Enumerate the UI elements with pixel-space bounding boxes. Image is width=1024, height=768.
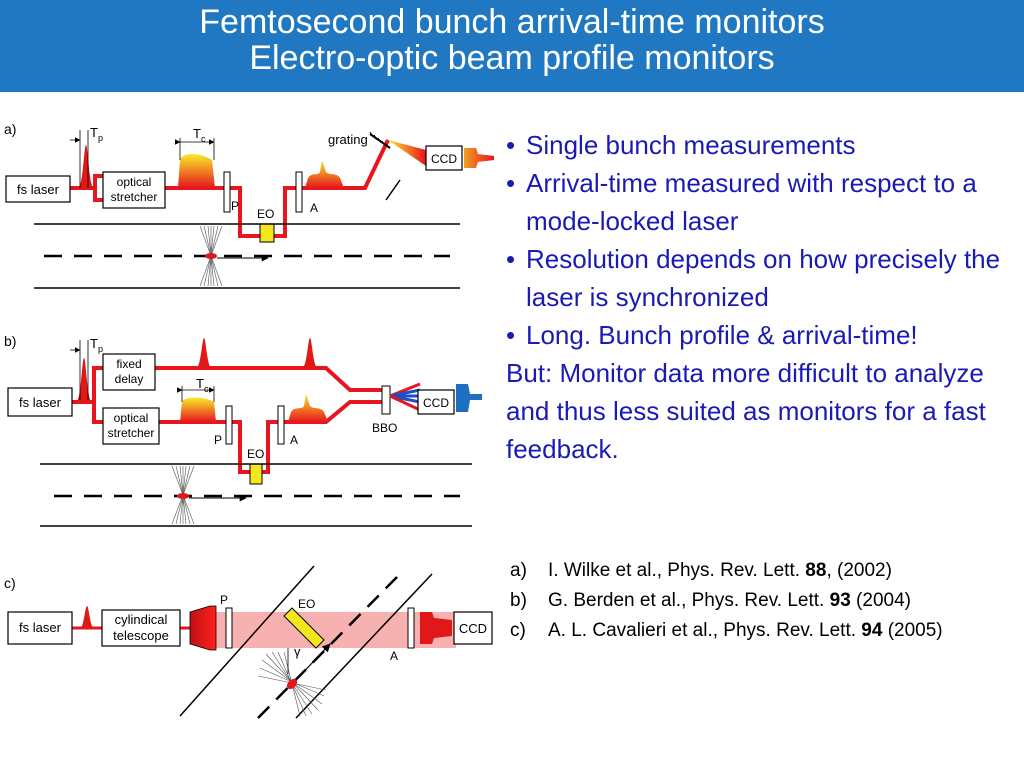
note-text: But: Monitor data more difficult to anal… [506,358,986,464]
bullet-item: •Resolution depends on how precisely the… [506,244,1001,312]
panel-c: c) fs laser cylindical telescope P EO γ [4,565,493,719]
panel-c-cylindrical-lens [189,605,217,651]
panel-a-ccd-label: CCD [431,152,457,166]
panel-b-short-pulse [76,358,92,402]
panel-b-delayed-pulse-1 [196,338,212,368]
panel-a-ccd [425,145,463,171]
panel-a-analyzer [295,171,303,213]
panel-b-delayed-pulse-2 [302,338,318,368]
panel-c-polarizer [225,607,233,649]
bullet-item: •Long. Bunch profile & arrival-time! [506,320,918,350]
panel-a-a-label: A [310,201,318,215]
slide-header: Femtosecond bunch arrival-time monitors … [0,0,1024,92]
panel-b-stretcher-label-2: stretcher [108,426,155,440]
panel-b-fs-laser-box [7,387,73,417]
panel-a: a) fs laser Tp optical stretcher Tc P EO… [4,121,494,289]
panel-c-a-label: A [390,649,398,663]
panel-b-polarizer [225,405,233,445]
panel-b-ccd [417,389,455,415]
panel-b-electron-bunch [177,493,189,499]
panel-c-analyzer [407,607,415,649]
panel-b-eo-crystal [249,463,263,485]
bullet-item: •Arrival-time measured with respect to a… [506,168,977,236]
panel-b-modulated-pulse [288,394,328,422]
panel-b-stretcher-box [102,407,160,445]
panel-c-ccd-detector-icon [420,612,452,644]
panel-a-modulated-pulse [305,160,344,188]
panel-c-telescope-label-2: telescope [113,628,169,643]
panel-a-stretcher-label-1: optical [117,175,152,189]
panel-c-electron-bunch [286,678,298,690]
panel-b-ccd-label: CCD [423,396,449,410]
panel-b-tp-label: Tp [90,336,103,354]
panel-b-tc-label: Tc [196,376,209,394]
panel-a-stretched-pulse [178,154,215,188]
panel-b-bbo-crystal [381,385,391,415]
reference-list: a) I. Wilke et al., Phys. Rev. Lett. 88,… [510,556,1010,646]
panel-b-stretched-pulse [180,397,216,422]
panel-a-tp-label: Tp [90,125,103,143]
panel-a-short-pulse [78,145,94,188]
panel-a-stretcher-label-2: stretcher [111,190,158,204]
panel-c-fs-laser-box [7,611,73,645]
bullet-list: •Single bunch measurements •Arrival-time… [506,126,1018,468]
panel-a-eo-label: EO [257,207,274,221]
panel-c-beam-axis [257,573,401,719]
panel-c-telescope-label-1: cylindical [115,612,168,627]
panel-c-gamma-label: γ [294,644,301,659]
panel-a-tc-label: Tc [193,126,206,144]
panel-b-delay-label-1: fixed [116,357,141,371]
panel-b: b) fs laser Tp fixed delay optical stret… [4,333,482,527]
panel-c-ccd-label: CCD [459,621,487,636]
panel-a-p-label: P [231,199,239,213]
panel-a-fs-laser-box [5,175,71,203]
panel-c-eo-label: EO [298,597,315,611]
panel-b-p-label: P [214,433,222,447]
panel-c-ccd [453,611,493,645]
panel-a-ccd-detector-icon [464,148,494,168]
panel-a-polarizer [223,171,231,213]
panel-c-p-label: P [220,593,228,607]
panel-c-telescope-box [101,609,181,647]
reference-item: b) G. Berden et al., Phys. Rev. Lett. 93… [510,590,911,611]
panel-a-electron-bunch [205,253,217,259]
panel-b-delay-label-2: delay [115,372,144,386]
panel-b-bbo-label: BBO [372,421,397,435]
panel-b-eo-label: EO [247,447,264,461]
panel-b-analyzer [277,405,285,445]
title-line-2: Electro-optic beam profile monitors [249,39,775,77]
panel-c-fs-laser-label: fs laser [19,620,62,635]
panel-b-ccd-detector-icon [456,384,482,412]
reference-item: a) I. Wilke et al., Phys. Rev. Lett. 88,… [510,560,892,581]
panel-a-label: a) [4,121,16,137]
panel-a-fs-laser-label: fs laser [17,182,60,197]
panel-b-delay-box [102,353,156,391]
panel-c-short-pulse [80,606,94,628]
panel-b-laser-path [72,366,382,474]
panel-a-spectrum-fan [388,140,426,166]
reference-item: c) A. L. Cavalieri et al., Phys. Rev. Le… [510,620,943,641]
title-line-1: Femtosecond bunch arrival-time monitors [199,3,825,41]
panel-a-grating-label: grating [328,132,368,147]
panel-c-label: c) [4,575,16,591]
panel-c-eo-crystal [283,607,325,649]
panel-b-fs-laser-label: fs laser [19,395,62,410]
panel-a-eo-crystal [259,223,275,243]
panel-b-label: b) [4,333,16,349]
panel-b-stretcher-label-1: optical [114,411,149,425]
bullet-item: •Single bunch measurements [506,130,856,160]
panel-b-a-label: A [290,433,298,447]
eo-setup-diagram: a) fs laser Tp optical stretcher Tc P EO… [4,121,494,719]
panel-a-stretcher-box [102,171,166,209]
panel-c-beam-band [200,612,456,648]
